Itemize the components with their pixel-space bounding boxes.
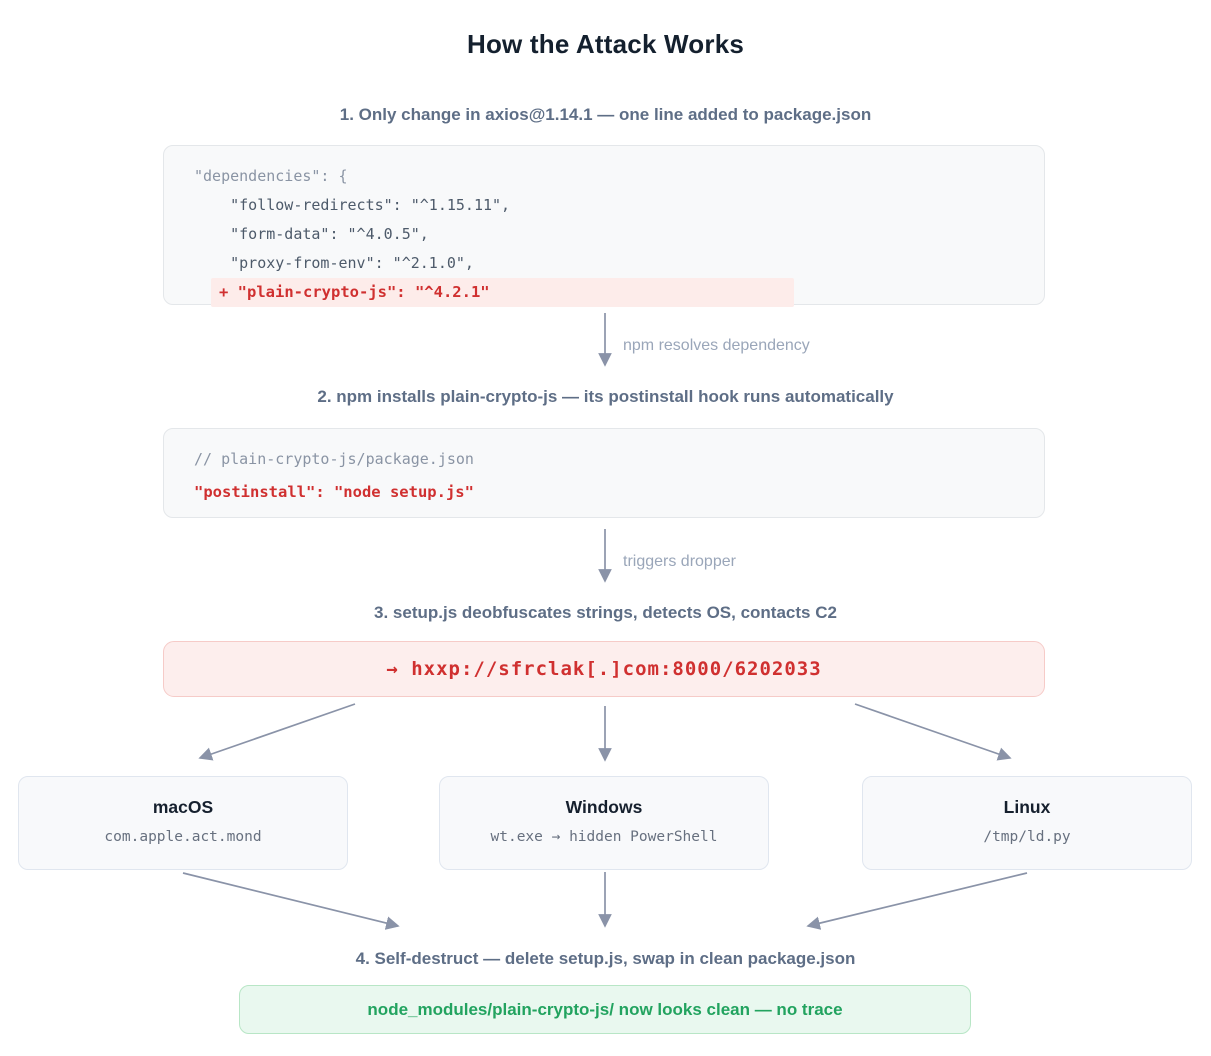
code-line-form-data: "form-data": "^4.0.5", [194,225,429,243]
os-box-macos: macOS com.apple.act.mond [18,776,348,870]
c2-url-text: → hxxp://sfrclak[.]com:8000/6202033 [386,658,822,680]
os-box-linux: Linux /tmp/ld.py [862,776,1192,870]
arrow-label-triggers-dropper: triggers dropper [623,553,736,570]
os-title-linux: Linux [1003,797,1051,817]
code-block-package-json: "dependencies": { "follow-redirects": "^… [163,145,1045,307]
postinstall-hook-line: "postinstall": "node setup.js" [194,483,474,501]
os-payload-macos: com.apple.act.mond [104,829,262,845]
step-2-heading: 2. npm installs plain-crypto-js — its po… [317,387,894,406]
arrow-label-npm-resolves: npm resolves dependency [623,337,810,354]
os-payload-linux: /tmp/ld.py [983,829,1071,845]
code-comment-line: // plain-crypto-js/package.json [194,450,474,468]
arrow-c2-to-linux [854,703,1012,761]
arrow-linux-to-step4 [806,872,1028,930]
code-line-dependencies: "dependencies": { [194,167,348,185]
code-line-follow-redirects: "follow-redirects": "^1.15.11", [194,196,511,214]
step-4-heading: 4. Self-destruct — delete setup.js, swap… [355,949,856,968]
step-3-heading: 3. setup.js deobfuscates strings, detect… [374,603,837,622]
added-dependency-line: + "plain-crypto-js": "^4.2.1" [211,278,794,307]
step-1-heading: 1. Only change in axios@1.14.1 — one lin… [339,105,872,124]
os-box-windows: Windows wt.exe → hidden PowerShell [439,776,769,870]
code-block-postinstall: // plain-crypto-js/package.json "postins… [163,428,1045,518]
arrow-c2-to-macos [198,703,356,761]
page-title: How the Attack Works [466,29,745,59]
os-payload-windows: wt.exe → hidden PowerShell [490,829,718,845]
arrow-macos-to-step4 [182,872,400,930]
result-box: node_modules/plain-crypto-js/ now looks … [239,985,971,1034]
os-title-macos: macOS [152,797,214,817]
result-text: node_modules/plain-crypto-js/ now looks … [367,999,843,1019]
os-title-windows: Windows [565,797,643,817]
code-line-proxy-from-env: "proxy-from-env": "^2.1.0", [194,254,474,272]
c2-url-box: → hxxp://sfrclak[.]com:8000/6202033 [163,641,1045,697]
